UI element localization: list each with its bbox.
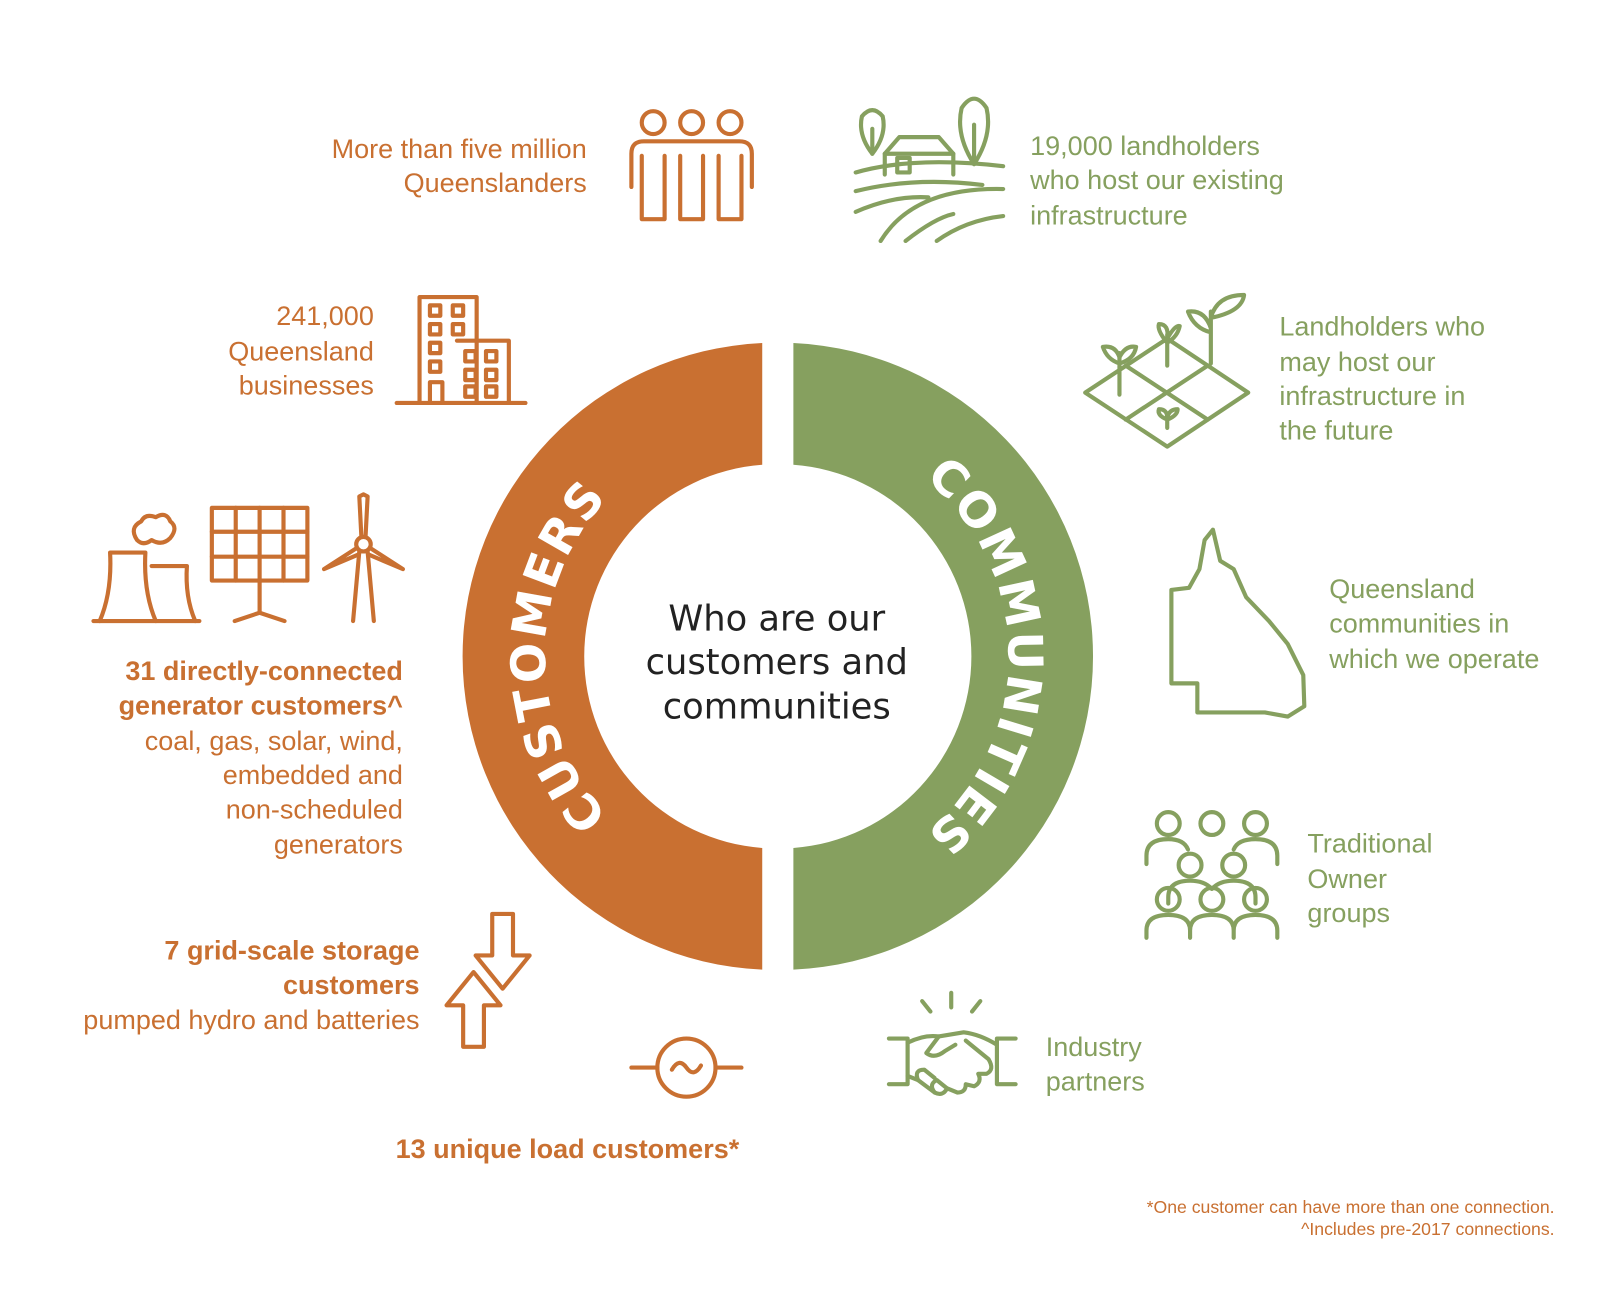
- label-line: More than five million: [332, 134, 587, 164]
- label-line: communities: [663, 687, 891, 728]
- group-people-icon: [1144, 810, 1280, 940]
- label-line: generators: [274, 830, 403, 860]
- future-landholders-label: Landholders who may host our infrastruct…: [1279, 311, 1485, 445]
- label-line: Queensland: [228, 336, 374, 366]
- label-line: non-scheduled: [226, 794, 403, 824]
- people-icon: [629, 109, 754, 222]
- land-plots-icon: [1083, 292, 1251, 449]
- label-line: 19,000 landholders: [1030, 131, 1260, 161]
- communities-ring-segment: [793, 343, 1094, 970]
- label-line: customers: [283, 970, 420, 1000]
- customers-ring-segment: [462, 343, 763, 970]
- power-station-icon: [91, 512, 202, 624]
- label-line: Queenslanders: [404, 168, 587, 198]
- label-line: 31 directly-connected: [125, 656, 403, 686]
- label-line: which we operate: [1328, 644, 1539, 674]
- up-down-arrows-icon: [444, 911, 532, 1049]
- label-line: Owner: [1307, 864, 1387, 894]
- label-line: Industry: [1046, 1032, 1143, 1062]
- footnotes: *One customer can have more than one con…: [1147, 1197, 1555, 1239]
- label-line: communities in: [1329, 608, 1509, 638]
- load-label: 13 unique load customers*: [396, 1134, 740, 1164]
- label-line: Who are our: [668, 598, 885, 639]
- businesses-label: 241,000 Queensland businesses: [228, 301, 374, 401]
- ac-load-icon: [629, 1036, 744, 1099]
- storage-label: 7 grid-scale storage customers pumped hy…: [83, 936, 419, 1036]
- label-line: ^Includes pre-2017 connections.: [1301, 1219, 1554, 1239]
- label-line: 7 grid-scale storage: [164, 936, 419, 966]
- label-line: *One customer can have more than one con…: [1147, 1197, 1555, 1217]
- label-line: coal, gas, solar, wind,: [145, 726, 403, 756]
- label-line: embedded and: [223, 760, 403, 790]
- qld-communities-label: Queensland communities in which we opera…: [1328, 574, 1539, 674]
- traditional-owners-label: Traditional Owner groups: [1307, 829, 1432, 929]
- label-line: generator customers^: [119, 691, 404, 721]
- label-line: Traditional: [1307, 829, 1432, 859]
- label-line: may host our: [1279, 347, 1435, 377]
- label-line: groups: [1307, 898, 1390, 928]
- queensland-map-icon: [1169, 527, 1307, 719]
- label-line: infrastructure in: [1279, 381, 1465, 411]
- handshake-icon: [886, 990, 1018, 1096]
- label-line: who host our existing: [1029, 165, 1284, 195]
- landholders-label: 19,000 landholders who host our existing…: [1029, 131, 1284, 231]
- label-line: pumped hydro and batteries: [83, 1005, 419, 1035]
- label-line: the future: [1279, 415, 1393, 445]
- label-line: Landholders who: [1279, 311, 1485, 341]
- label-line: infrastructure: [1030, 200, 1188, 230]
- label-line: businesses: [239, 371, 374, 401]
- queenslanders-label: More than five million Queenslanders: [332, 134, 587, 198]
- label-line: partners: [1046, 1066, 1145, 1096]
- industry-label: Industry partners: [1046, 1032, 1145, 1096]
- generators-label: 31 directly-connected generator customer…: [119, 656, 404, 859]
- label-line: Queensland: [1329, 574, 1475, 604]
- wind-turbine-icon: [321, 492, 406, 624]
- farm-icon: [853, 96, 1006, 244]
- label-line: 241,000: [276, 301, 374, 331]
- solar-panel-icon: [209, 505, 310, 624]
- label-line: customers and: [646, 642, 908, 683]
- building-icon: [394, 294, 528, 406]
- center-title: Who are our customers and communities: [646, 598, 908, 727]
